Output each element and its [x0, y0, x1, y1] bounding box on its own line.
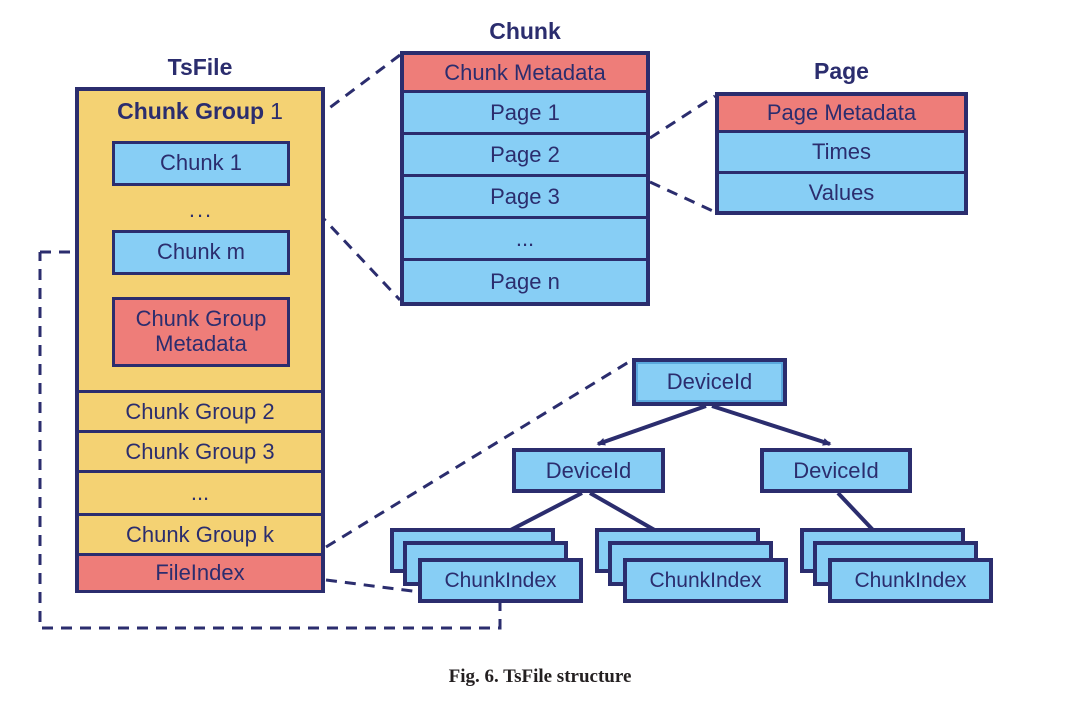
chunk-group-3-row[interactable]: Chunk Group 3 [75, 430, 325, 470]
chunk-index-stack-3[interactable]: ChunkIndex [800, 528, 1005, 603]
chunk-group-metadata-line2: Metadata [155, 331, 247, 356]
times-row[interactable]: Times [715, 133, 968, 174]
chunk-index-stack-1-card-front[interactable]: ChunkIndex [418, 558, 583, 603]
file-index-row[interactable]: FileIndex [75, 553, 325, 593]
page-n-row[interactable]: Page n [400, 261, 650, 306]
page-3-label: Page 3 [490, 183, 560, 209]
chunk-group-ellipsis-row: ... [75, 470, 325, 513]
chunk-group-1-index: 1 [270, 97, 283, 124]
chunk-1-box[interactable]: Chunk 1 [112, 141, 290, 186]
page-title: Page [814, 58, 869, 84]
page-metadata-row[interactable]: Page Metadata [715, 92, 968, 133]
chunk-group-k-row[interactable]: Chunk Group k [75, 513, 325, 553]
chunk-group-1-header: Chunk Group 1 [75, 93, 325, 129]
values-label: Values [808, 179, 875, 205]
page-3-row[interactable]: Page 3 [400, 177, 650, 219]
file-index-label: FileIndex [155, 560, 245, 585]
chunk-list-ellipsis: ... [188, 197, 214, 222]
chunk-group-2-row[interactable]: Chunk Group 2 [75, 390, 325, 430]
page-metadata-label: Page Metadata [766, 100, 917, 125]
chunk-m-label: Chunk m [156, 239, 246, 265]
chunk-group-ellipsis-label: ... [190, 480, 210, 505]
chunk-index-3-label: ChunkIndex [854, 568, 967, 592]
page-n-label: Page n [490, 268, 560, 294]
tsfile-title: TsFile [167, 54, 233, 80]
page-1-label: Page 1 [490, 99, 560, 125]
chunk-1-label: Chunk 1 [160, 150, 242, 176]
chunk-metadata-label: Chunk Metadata [444, 59, 606, 85]
values-row[interactable]: Values [715, 174, 968, 215]
device-id-child-left-node[interactable]: DeviceId [512, 448, 665, 493]
page-2-label: Page 2 [490, 141, 560, 167]
chunk-index-stack-3-card-front[interactable]: ChunkIndex [828, 558, 993, 603]
chunk-index-stack-1[interactable]: ChunkIndex [390, 528, 595, 603]
page-ellipsis-row: ... [400, 219, 650, 261]
device-id-root-node[interactable]: DeviceId [632, 358, 787, 406]
chunk-group-metadata-box[interactable]: Chunk Group Metadata [112, 297, 290, 367]
page-1-row[interactable]: Page 1 [400, 93, 650, 135]
figure-caption: Fig. 6. TsFile structure [448, 666, 632, 687]
chunk-group-metadata-line1: Chunk Group [135, 306, 267, 332]
chunk-title: Chunk [489, 18, 561, 44]
page-2-row[interactable]: Page 2 [400, 135, 650, 177]
device-id-child-right-node[interactable]: DeviceId [760, 448, 912, 493]
chunk-group-3-label: Chunk Group 3 [125, 438, 275, 464]
chunk-group-2-label: Chunk Group 2 [125, 398, 275, 424]
device-id-child-right-label: DeviceId [793, 457, 879, 483]
chunk-index-stack-2[interactable]: ChunkIndex [595, 528, 800, 603]
chunk-index-1-label: ChunkIndex [444, 568, 557, 592]
device-id-child-left-label: DeviceId [545, 457, 632, 483]
chunk-group-1-label: Chunk Group [117, 97, 265, 124]
chunk-index-2-label: ChunkIndex [649, 568, 762, 592]
chunk-index-stack-2-card-front[interactable]: ChunkIndex [623, 558, 788, 603]
chunk-m-box[interactable]: Chunk m [112, 230, 290, 275]
chunk-metadata-row[interactable]: Chunk Metadata [400, 51, 650, 93]
device-id-root-label: DeviceId [666, 369, 753, 394]
page-ellipsis-label: ... [515, 225, 535, 251]
times-label: Times [811, 139, 872, 164]
chunk-group-k-label: Chunk Group k [126, 521, 274, 547]
